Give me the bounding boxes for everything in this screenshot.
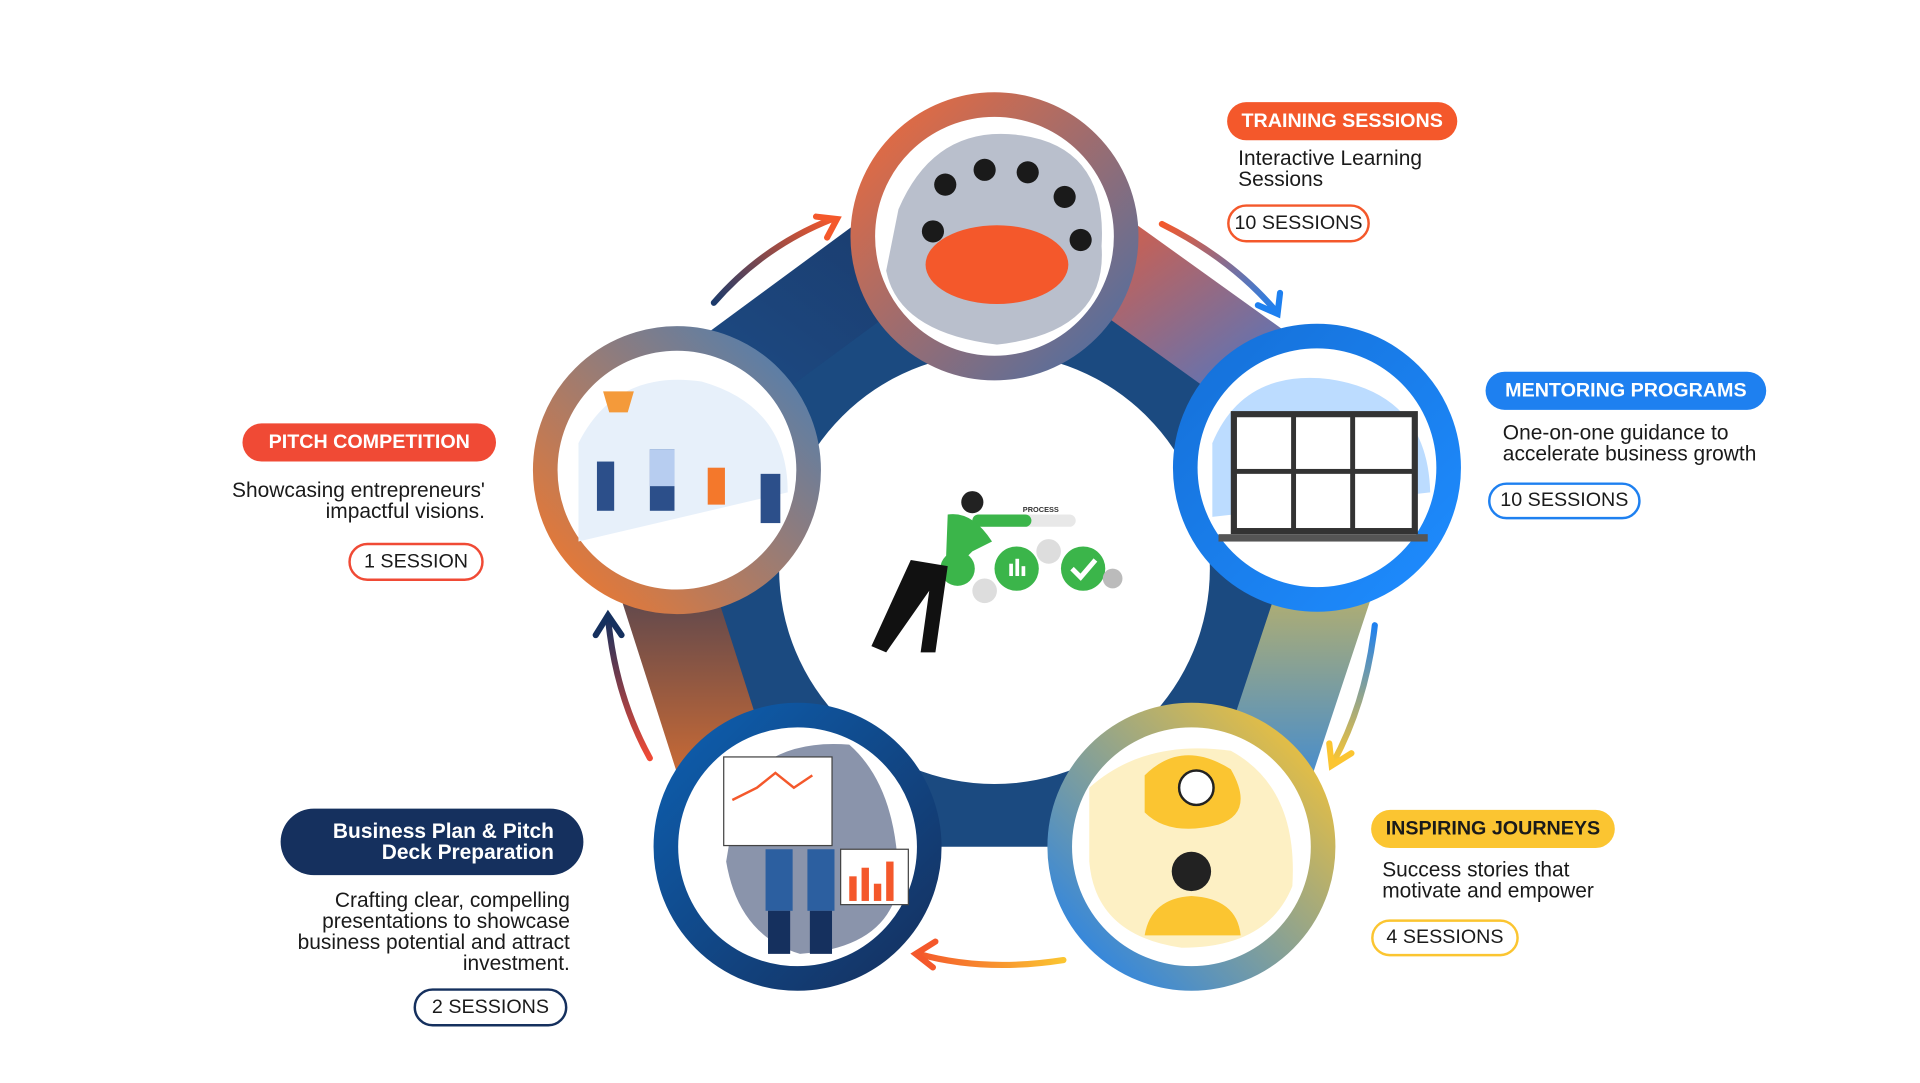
mentoring-programs-title: MENTORING PROGRAMS bbox=[1485, 371, 1767, 410]
process-progress-bar bbox=[972, 514, 1032, 527]
inspiring-journeys-title: INSPIRING JOURNEYS bbox=[1371, 809, 1615, 849]
chart-board-illustration bbox=[723, 756, 833, 847]
process-label: PROCESS bbox=[1023, 505, 1059, 514]
table-illustration bbox=[925, 225, 1069, 305]
pitch-competition-count: 1 SESSION bbox=[348, 542, 484, 581]
center-process-illustration bbox=[871, 491, 1123, 653]
training-sessions-title: TRAINING SESSIONS bbox=[1227, 102, 1458, 141]
pitch-competition-description: Showcasing entrepreneurs' impactful visi… bbox=[232, 478, 485, 524]
inspiring-journeys-count: 4 SESSIONS bbox=[1371, 919, 1519, 957]
gear-check-icon bbox=[1060, 546, 1106, 591]
business-plan-description: Crafting clear, compelling presentations… bbox=[297, 888, 570, 975]
trophy-illustration bbox=[603, 391, 634, 413]
arrow-business-to-pitch bbox=[604, 614, 653, 762]
stage-circle-inspiring bbox=[1047, 702, 1336, 991]
arrow-pitch-to-training bbox=[710, 216, 836, 306]
mentoring-programs-description: One-on-one guidance to accelerate busine… bbox=[1502, 420, 1757, 466]
pitch-competition-title: PITCH COMPETITION bbox=[242, 423, 497, 462]
arrow-mentoring-to-inspiring bbox=[1329, 622, 1378, 767]
stage-circle-pitch bbox=[532, 326, 821, 615]
inspiring-journeys-description: Success stories that motivate and empowe… bbox=[1382, 857, 1594, 903]
arrow-inspiring-to-business bbox=[915, 950, 1067, 969]
arrow-training-to-mentoring bbox=[1158, 220, 1279, 314]
training-sessions-description: Interactive Learning Sessions bbox=[1238, 146, 1422, 191]
lightbulb-illustration bbox=[1177, 769, 1215, 807]
stage-circle-training bbox=[850, 92, 1139, 381]
business-plan-title-text: Business Plan & Pitch Deck Preparation bbox=[332, 819, 554, 865]
stage-circle-business bbox=[653, 702, 942, 991]
business-plan-count: 2 SESSIONS bbox=[413, 988, 568, 1027]
flow-arrows bbox=[592, 213, 1378, 971]
business-plan-title: Business Plan & Pitch Deck Preparation bbox=[280, 808, 584, 876]
training-sessions-count: 10 SESSIONS bbox=[1227, 204, 1370, 243]
mentoring-programs-count: 10 SESSIONS bbox=[1488, 482, 1641, 520]
stage-circle-mentoring bbox=[1172, 323, 1461, 612]
